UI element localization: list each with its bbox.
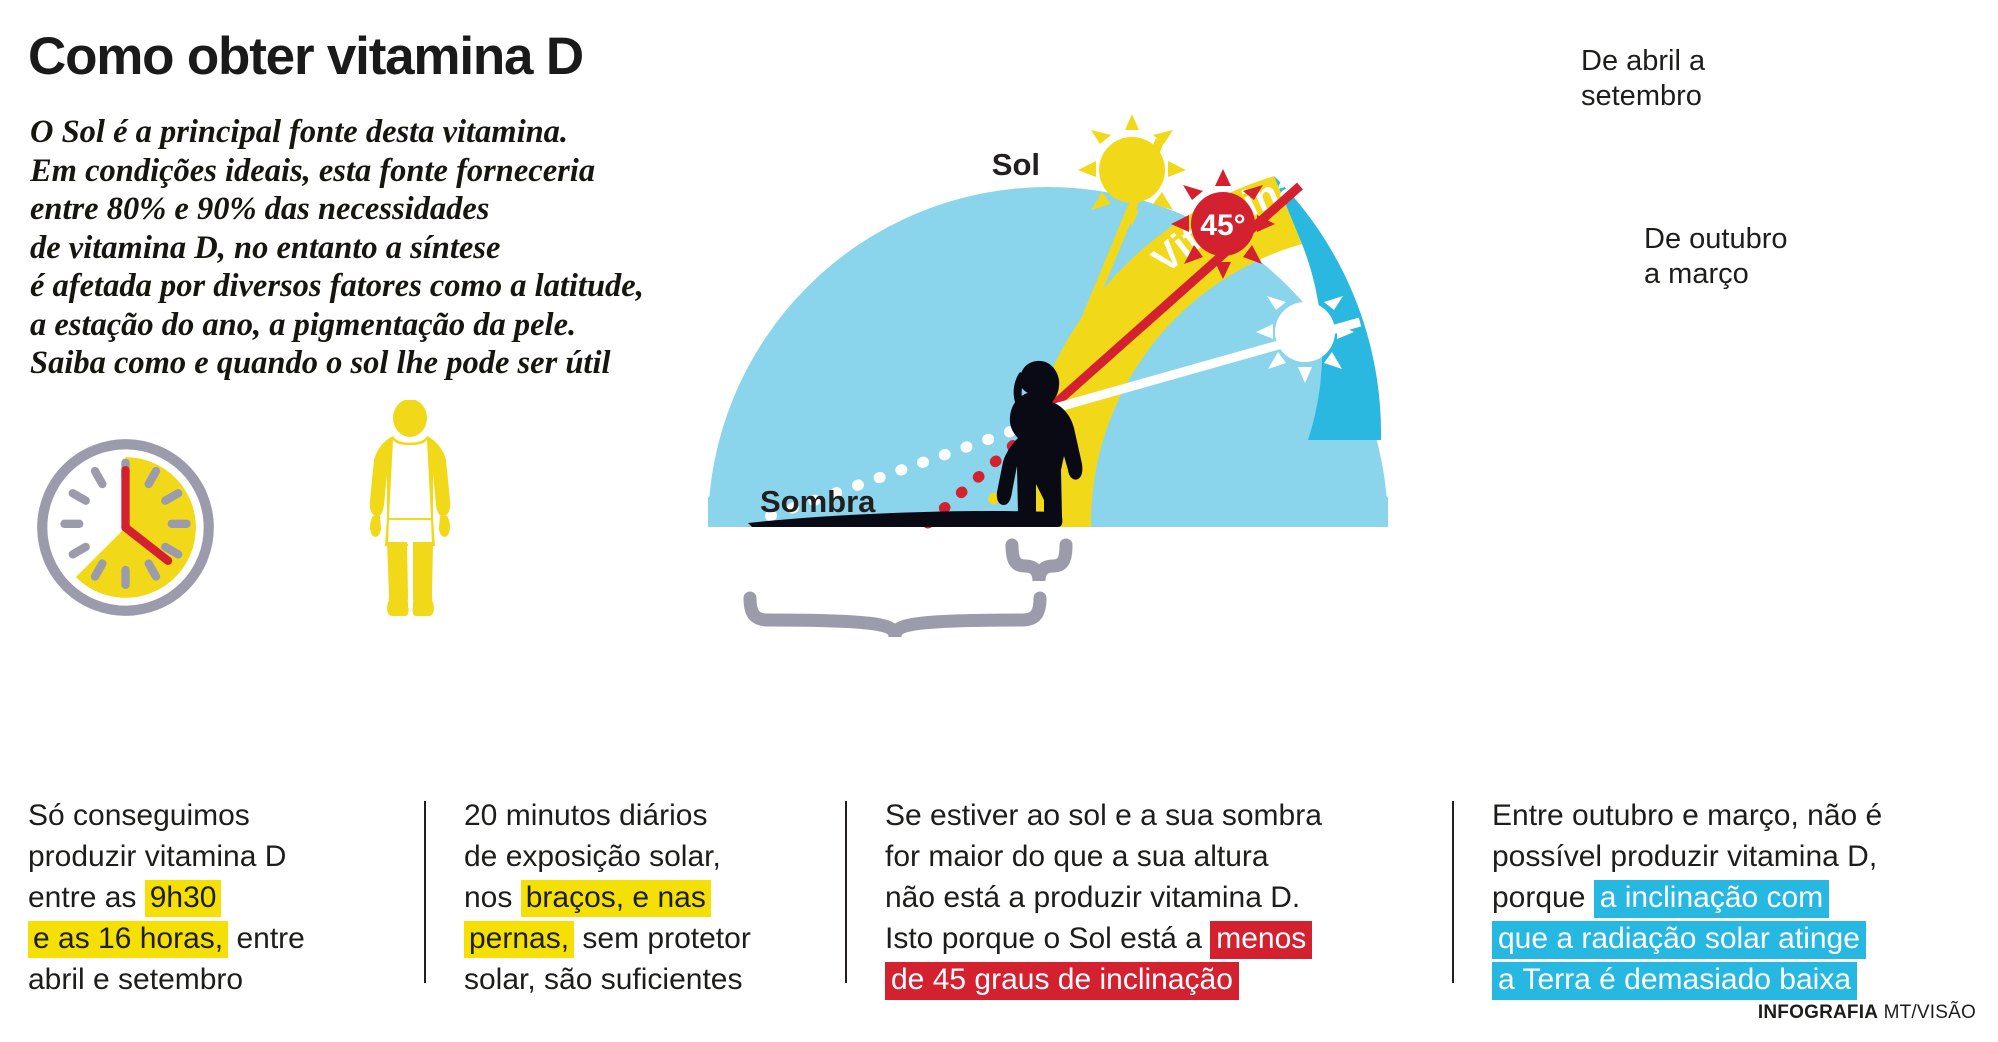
label-season-winter: De outubro a março [1644,222,1788,292]
plain-text: não está a produzir vitamina D. [885,881,1301,914]
label-season-summer-line2: setembro [1581,80,1702,112]
plain-text: nos [464,881,521,914]
column-line: não está a produzir vitamina D. [885,877,1315,918]
page-title: Como obter vitamina D [28,27,584,86]
column-text-3: Se estiver ao sol e a sua sombra for maio… [885,795,1322,1000]
column-line: a Terra é demasiado baixa [1492,959,1962,1000]
arc-label-no-vitamin-d: sem vitamina D [1410,209,1478,464]
column-line: de exposição solar, [464,836,794,877]
plain-text: Entre outubro e março, não é [1492,799,1883,832]
highlighted-text: menos [1210,921,1313,959]
plain-text: entre [228,922,305,955]
sun-yellow-icon [1078,114,1186,226]
plain-text: produzir vitamina D [28,840,287,873]
lead-line: é afetada por diversos fatores como a la… [30,268,644,304]
clock-icon [33,439,218,620]
plain-text: possível produzir vitamina D, [1492,840,1878,873]
brace-height [1005,538,1073,582]
plain-text: solar, são suficientes [464,963,743,996]
column-line: 20 minutos diários [464,795,794,836]
label-season-winter-line1: De outubro [1644,223,1788,255]
no-vitamin-d-arc-band [1274,176,1382,440]
column-line: solar, são suficientes [464,959,794,1000]
highlighted-text: pernas, [464,921,575,958]
column-text-4: Entre outubro e março, não é possível pro… [1492,795,1962,1000]
person-body-icon [355,399,465,620]
highlighted-text: que a radiação solar atinge [1492,921,1866,959]
column-line: Isto porque o Sol está a menos [885,918,1315,959]
plain-text: Só conseguimos [28,799,250,832]
lead-paragraph: O Sol é a principal fonte desta vitamina… [30,113,930,383]
plain-text: for maior do que a sua altura [885,840,1269,873]
highlighted-text: de 45 graus de inclinação [885,962,1239,1000]
plain-text: 20 minutos diários [464,799,708,832]
angle-badge-45: 45° [1171,169,1275,279]
credit-source: MT/VISÃO [1878,1002,1976,1023]
label-shadow: Sombra [760,484,876,519]
column-text-2: 20 minutos diários de exposição solar, nos… [464,795,794,996]
lead-line: Em condições ideais, esta fonte fornecer… [30,152,596,189]
ground-shadow [748,511,1058,527]
column-divider [845,801,847,983]
person-silhouette [996,360,1083,527]
plain-text: porque [1492,881,1594,914]
column-line: que a radiação solar atinge [1492,918,1962,959]
plain-text: de exposição solar, [464,840,721,873]
column-line: Só conseguimos [28,795,328,836]
column-line: nos braços, e nas [464,877,794,918]
highlighted-text: a inclinação com [1593,880,1830,918]
brace-shadow-length [743,591,1047,638]
column-line: de 45 graus de inclinação [885,959,1315,1000]
label-sun: Sol [992,147,1040,182]
lead-line: de vitamina D, no entanto a síntese [30,229,501,266]
lead-line: O Sol é a principal fonte desta vitamina… [30,114,569,150]
column-line: produzir vitamina D [28,836,328,877]
svg-text:45°: 45° [1200,209,1245,242]
column-line: entre as 9h30 [28,877,328,918]
column-text-1: Só conseguimos produzir vitamina D entre a… [28,795,328,996]
column-divider [424,801,426,983]
label-season-summer: De abril a setembro [1581,44,1705,114]
column-line: e as 16 horas, entre [28,918,328,959]
sun-angle-diagram: Vitamina D sem vitamina D [640,0,1998,800]
column-line: porque a inclinação com [1492,877,1962,918]
column-line: for maior do que a sua altura [885,836,1315,877]
highlighted-text: a Terra é demasiado baixa [1492,962,1857,1000]
label-season-summer-line1: De abril a [1581,45,1706,77]
vitamin-d-arc-band [1017,176,1302,527]
column-line: Entre outubro e março, não é [1492,795,1962,836]
column-line: pernas, sem protetor [464,918,794,959]
sun-white-icon [1256,281,1354,383]
plain-text: abril e setembro [28,963,244,996]
column-line: abril e setembro [28,959,328,1000]
lead-line: a estação do ano, a pigmentação da pele. [30,306,577,343]
bottom-columns: Só conseguimos produzir vitamina D entre a… [0,795,1998,1010]
lead-line: entre 80% e 90% das necessidades [30,191,490,227]
plain-text: entre as [28,881,145,914]
credit-line: INFOGRAFIA MT/VISÃO [1758,1002,1976,1024]
plain-text: Se estiver ao sol e a sua sombra [885,799,1322,832]
shadow-line-white [744,418,1038,529]
plain-text: sem protetor [574,922,751,955]
highlighted-text: braços, e nas [520,880,711,917]
column-divider [1452,801,1454,983]
column-line: Se estiver ao sol e a sua sombra [885,795,1322,836]
highlighted-text: e as 16 horas, [28,921,229,958]
plain-text: Isto porque o Sol está a [885,922,1211,955]
column-line: possível produzir vitamina D, [1492,836,1962,877]
label-season-winter-line2: a março [1644,258,1749,290]
highlighted-text: 9h30 [144,880,222,917]
credit-label: INFOGRAFIA [1757,1002,1879,1023]
lead-line: Saiba como e quando o sol lhe pode ser ú… [30,345,611,381]
